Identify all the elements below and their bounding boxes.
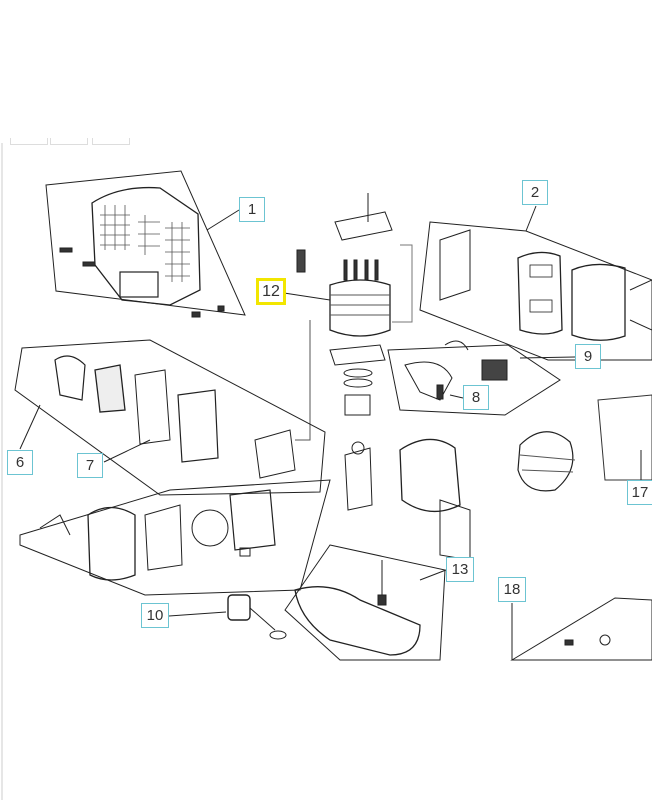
panel-carburetor — [14, 339, 326, 496]
callout-18[interactable]: 18 — [498, 577, 526, 602]
callout-8[interactable]: 8 — [463, 385, 489, 410]
callout-10[interactable]: 10 — [141, 603, 169, 628]
callout-12-highlighted[interactable]: 12 — [256, 278, 286, 305]
panel-ignition — [387, 340, 576, 416]
tab-edge — [50, 138, 88, 145]
cylinder-assembly — [283, 193, 413, 441]
callout-17[interactable]: 17 — [627, 480, 652, 505]
tab-edge — [10, 138, 48, 145]
fuel-cap — [168, 594, 287, 640]
crankcase-assembly — [344, 394, 652, 561]
callout-13[interactable]: 13 — [446, 557, 474, 582]
panel-starter — [19, 479, 331, 596]
tab-edge — [92, 138, 130, 145]
panel-air-filter — [419, 205, 652, 361]
callout-7[interactable]: 7 — [77, 453, 103, 478]
callout-6[interactable]: 6 — [7, 450, 33, 475]
panel-clutch — [510, 597, 652, 661]
callout-1[interactable]: 1 — [239, 197, 265, 222]
panel-fuel-tank — [284, 544, 447, 661]
callout-2[interactable]: 2 — [522, 180, 548, 205]
panel-air-cover — [45, 170, 246, 318]
callout-9[interactable]: 9 — [575, 344, 601, 369]
